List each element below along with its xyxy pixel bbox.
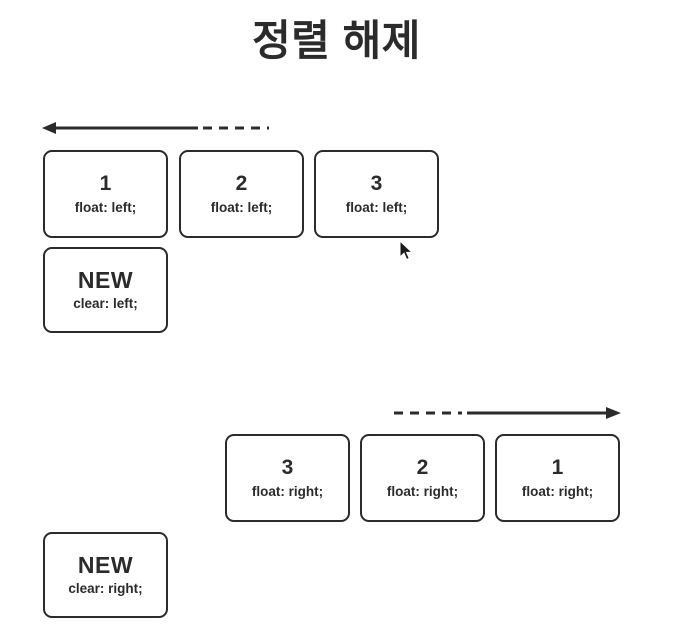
float-right-box-3-sub: float: right; [251,484,324,499]
page-title: 정렬 해제 [252,17,421,64]
float-box-3[interactable]: 3 float: left; [314,150,439,238]
float-right-box-2[interactable]: 2 float: right; [360,434,485,522]
float-right-box-1-sub: float: right; [521,484,594,499]
clear-right-box-sub: clear: right; [68,581,143,596]
float-box-3-label: 3 [370,172,383,195]
float-box-1-label: 1 [99,172,112,195]
float-right-box-3[interactable]: 3 float: right; [225,434,350,522]
float-right-box-1-label: 1 [551,456,564,479]
clear-left-box-label: NEW [77,267,134,293]
float-box-1-sub: float: left; [74,200,137,215]
float-box-1[interactable]: 1 float: left; [43,150,168,238]
left-arrow-icon [38,118,272,138]
float-box-2[interactable]: 2 float: left; [179,150,304,238]
clear-left-box[interactable]: NEW clear: left; [43,247,168,333]
clear-right-box-label: NEW [77,552,134,578]
float-right-box-2-sub: float: right; [386,484,459,499]
clear-left-box-sub: clear: left; [73,296,138,311]
right-arrow-icon [392,403,624,423]
float-box-2-sub: float: left; [210,200,273,215]
float-right-box-3-label: 3 [281,456,294,479]
float-right-box-1[interactable]: 1 float: right; [495,434,620,522]
mouse-pointer-icon [399,240,415,262]
float-box-3-sub: float: left; [345,200,408,215]
clear-right-box[interactable]: NEW clear: right; [43,532,168,618]
float-box-2-label: 2 [235,172,248,195]
float-right-box-2-label: 2 [416,456,429,479]
